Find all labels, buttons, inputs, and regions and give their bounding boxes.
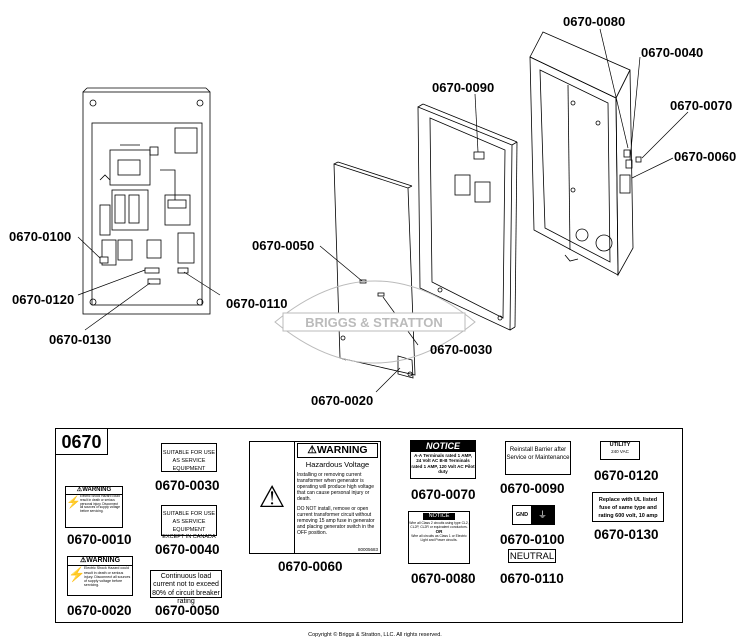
- pn-0670-0090: 0670-0090: [500, 481, 565, 496]
- label-0670-0080: NOTICE Wire all Class 2 circuits using t…: [408, 511, 470, 564]
- warning-triangle-icon: ⚠: [307, 444, 317, 456]
- callout-0670-0050: 0670-0050: [252, 238, 315, 253]
- label-0670-0040: SUITABLE FOR USE AS SERVICE EQUIPMENT EX…: [161, 505, 217, 540]
- callout-0670-0100: 0670-0100: [9, 229, 72, 244]
- callout-0670-0120: 0670-0120: [12, 292, 75, 307]
- watermark-logo: [274, 280, 476, 364]
- pn-0670-0080: 0670-0080: [411, 571, 476, 586]
- pn-0670-0110: 0670-0110: [500, 571, 564, 586]
- label-0670-0050: Continuous load current not to exceed 80…: [150, 570, 222, 605]
- label-0670-0070: NOTICE A-A Terminals rated 1 AMP, 24 Vol…: [410, 440, 476, 479]
- callout-0670-0040: 0670-0040: [641, 45, 704, 60]
- pn-0670-0120: 0670-0120: [594, 468, 659, 483]
- label-0670-0130: Replace with UL listed fuse of same type…: [592, 492, 664, 522]
- pn-0670-0030: 0670-0030: [155, 478, 220, 493]
- pn-0670-0010: 0670-0010: [67, 532, 132, 547]
- warning-triangle-icon: ⚠: [76, 487, 83, 493]
- dead-front-barrier: [417, 103, 518, 331]
- pn-0670-0020: 0670-0020: [67, 603, 132, 618]
- front-cover-panel: [333, 161, 416, 379]
- pn-0670-0050: 0670-0050: [155, 603, 220, 618]
- label-0670-0120: UTILITY 240 VAC: [600, 441, 640, 460]
- pn-0670-0060: 0670-0060: [278, 559, 343, 574]
- callout-0670-0080: 0670-0080: [563, 14, 626, 29]
- section-id: 0670: [56, 429, 108, 455]
- shock-hazard-icon: ⚡: [66, 495, 81, 510]
- label-0670-0110: NEUTRAL: [508, 549, 556, 563]
- callout-0670-0130: 0670-0130: [49, 332, 112, 347]
- callout-0670-0110: 0670-0110: [226, 296, 288, 311]
- ground-symbol-icon: ⏚: [531, 506, 554, 524]
- label-0670-0030: SUITABLE FOR USE AS SERVICE EQUIPMENT: [161, 443, 217, 472]
- watermark-text: BRIGGS & STRATTON: [305, 315, 442, 330]
- exploded-view-artwork: BRIGGS & STRATTON: [77, 28, 689, 393]
- callout-0670-0060: 0670-0060: [674, 149, 737, 164]
- label-section-box: [55, 428, 683, 623]
- label-0670-0020: ⚠WARNING ⚡ Electric Shock Hazard could r…: [67, 556, 133, 596]
- leader-lines: [77, 28, 689, 393]
- pn-0670-0130: 0670-0130: [594, 527, 659, 542]
- callout-0670-0070: 0670-0070: [670, 98, 733, 113]
- label-0670-0060: ⚠ ⚠WARNING Hazardous Voltage Installing …: [249, 441, 381, 554]
- pn-0670-0070: 0670-0070: [411, 487, 476, 502]
- pn-0670-0100: 0670-0100: [500, 532, 565, 547]
- copyright-notice: Copyright © Briggs & Stratton, LLC. All …: [308, 632, 442, 638]
- label-0670-0100: GND ⏚: [512, 505, 555, 525]
- callout-0670-0020: 0670-0020: [311, 393, 374, 408]
- pn-0670-0040: 0670-0040: [155, 542, 220, 557]
- callout-0670-0030: 0670-0030: [430, 342, 493, 357]
- warning-triangle-icon: ⚠: [79, 557, 87, 564]
- hazard-pictogram-icon: ⚠: [250, 442, 295, 553]
- shock-hazard-icon: ⚡: [68, 566, 86, 583]
- callout-0670-0090: 0670-0090: [432, 80, 495, 95]
- label-0670-0010: ⚠WARNING ⚡ Electric Shock Hazard could r…: [65, 486, 123, 528]
- transfer-switch-interior: [82, 87, 211, 315]
- label-0670-0090: Reinstall Barrier after Service or Maint…: [505, 441, 571, 475]
- enclosure-box: [529, 31, 642, 277]
